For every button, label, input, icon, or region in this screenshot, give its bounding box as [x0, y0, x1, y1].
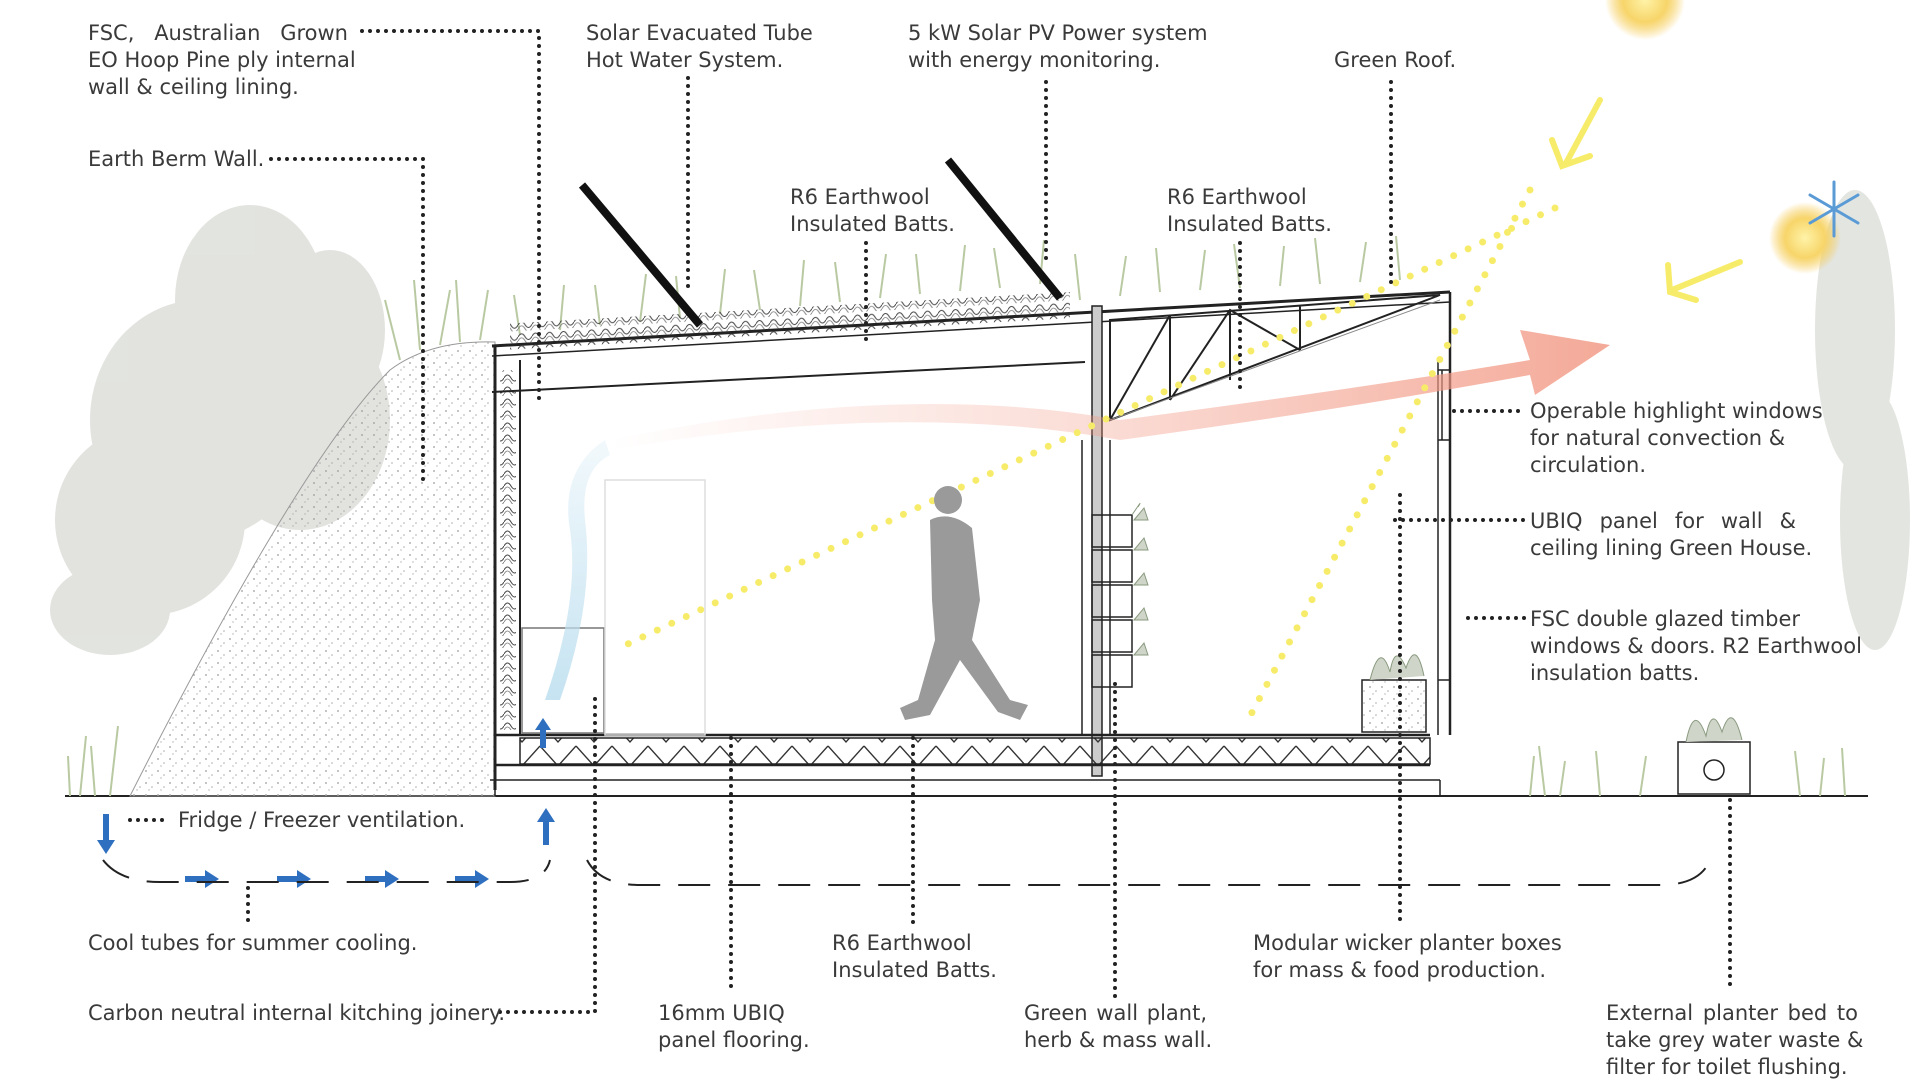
label-earth-berm: Earth Berm Wall.	[88, 146, 264, 173]
warm-air-flow	[610, 330, 1610, 450]
earth-berm	[129, 341, 496, 797]
label-line: Carbon neutral internal kitching joinery…	[88, 1001, 506, 1025]
label-r6-batts-floor: R6 Earthwool Insulated Batts.	[832, 930, 997, 984]
label-ubiq-panel: UBIQ panel for wall & ceiling lining Gre…	[1530, 508, 1813, 562]
label-line: for mass & food production.	[1253, 958, 1547, 982]
label-line: R6 Earthwool	[790, 185, 930, 209]
sun-rays	[611, 186, 1559, 724]
vent-arrows	[97, 718, 555, 888]
label-line: External planter bed to	[1606, 1001, 1858, 1025]
label-fsc-windows: FSC double glazed timber windows & doors…	[1530, 606, 1862, 687]
label-planter-boxes: Modular wicker planter boxes for mass & …	[1253, 930, 1562, 984]
label-green-wall: Green wall plant, herb & mass wall.	[1024, 1000, 1213, 1054]
label-line: Operable highlight windows	[1530, 399, 1823, 423]
label-line: insulation batts.	[1530, 661, 1700, 685]
label-line: Insulated Batts.	[832, 958, 997, 982]
cool-air-flow	[545, 440, 610, 700]
planter-icon	[1131, 502, 1751, 795]
label-line: Solar Evacuated Tube	[586, 21, 813, 45]
label-line: UBIQ panel for wall &	[1530, 509, 1796, 533]
label-r6-batts-roof: R6 Earthwool Insulated Batts.	[790, 184, 955, 238]
sun-icon	[1769, 202, 1841, 274]
label-kitchen-joinery: Carbon neutral internal kitching joinery…	[88, 1000, 505, 1027]
leader-lines	[128, 29, 1732, 1014]
tree-icon	[50, 205, 390, 655]
sun-icon	[1605, 0, 1685, 40]
label-line: for natural convection &	[1530, 426, 1786, 450]
label-solar-tube: Solar Evacuated Tube Hot Water System.	[586, 20, 813, 74]
label-line: 5 kW Solar PV Power system	[908, 21, 1208, 45]
snowflake-icon	[1808, 180, 1860, 238]
label-line: filter for toilet flushing.	[1606, 1055, 1848, 1079]
label-line: take grey water waste &	[1606, 1028, 1864, 1052]
cool-tubes	[102, 859, 1711, 886]
label-line: Insulated Batts.	[1167, 212, 1332, 236]
sun-ray-arrows	[1549, 97, 1743, 303]
label-line: wall & ceiling lining.	[88, 75, 299, 99]
label-line: Hot Water System.	[586, 48, 784, 72]
label-external-planter: External planter bed to take grey water …	[1606, 1000, 1864, 1081]
label-highlight-windows: Operable highlight windows for natural c…	[1530, 398, 1823, 479]
label-ubiq-flooring: 16mm UBIQ panel flooring.	[658, 1000, 810, 1054]
solar-tube-icon	[578, 157, 1064, 328]
label-line: EO Hoop Pine ply internal	[88, 48, 356, 72]
label-line: Fridge / Freezer ventilation.	[178, 808, 466, 832]
label-line: panel flooring.	[658, 1028, 810, 1052]
label-r6-batts-greenhouse: R6 Earthwool Insulated Batts.	[1167, 184, 1332, 238]
label-line: FSC double glazed timber	[1530, 607, 1801, 631]
label-line: herb & mass wall.	[1024, 1028, 1213, 1052]
tree-icon	[1815, 190, 1910, 650]
label-line: Earth Berm Wall.	[88, 147, 265, 171]
label-line: R6 Earthwool	[832, 931, 972, 955]
label-line: Insulated Batts.	[790, 212, 955, 236]
label-line: with energy monitoring.	[908, 48, 1161, 72]
label-cool-tubes: Cool tubes for summer cooling.	[88, 930, 417, 957]
label-line: Green wall plant,	[1024, 1001, 1207, 1025]
building-section	[490, 290, 1452, 796]
label-line: circulation.	[1530, 453, 1647, 477]
label-line: Green Roof.	[1334, 48, 1457, 72]
label-line: 16mm UBIQ	[658, 1001, 785, 1025]
label-solar-pv: 5 kW Solar PV Power system with energy m…	[908, 20, 1208, 74]
label-line: Modular wicker planter boxes	[1253, 931, 1562, 955]
grass	[67, 235, 1846, 797]
label-line: Cool tubes for summer cooling.	[88, 931, 418, 955]
label-fsc-lining: FSC, Australian Grown EO Hoop Pine ply i…	[88, 20, 356, 101]
person-icon	[900, 486, 1028, 720]
label-fridge-vent: Fridge / Freezer ventilation.	[178, 807, 465, 834]
label-line: ceiling lining Green House.	[1530, 536, 1813, 560]
label-line: windows & doors. R2 Earthwool	[1530, 634, 1862, 658]
label-line: FSC, Australian Grown	[88, 21, 348, 45]
label-line: R6 Earthwool	[1167, 185, 1307, 209]
label-green-roof: Green Roof.	[1334, 47, 1456, 74]
